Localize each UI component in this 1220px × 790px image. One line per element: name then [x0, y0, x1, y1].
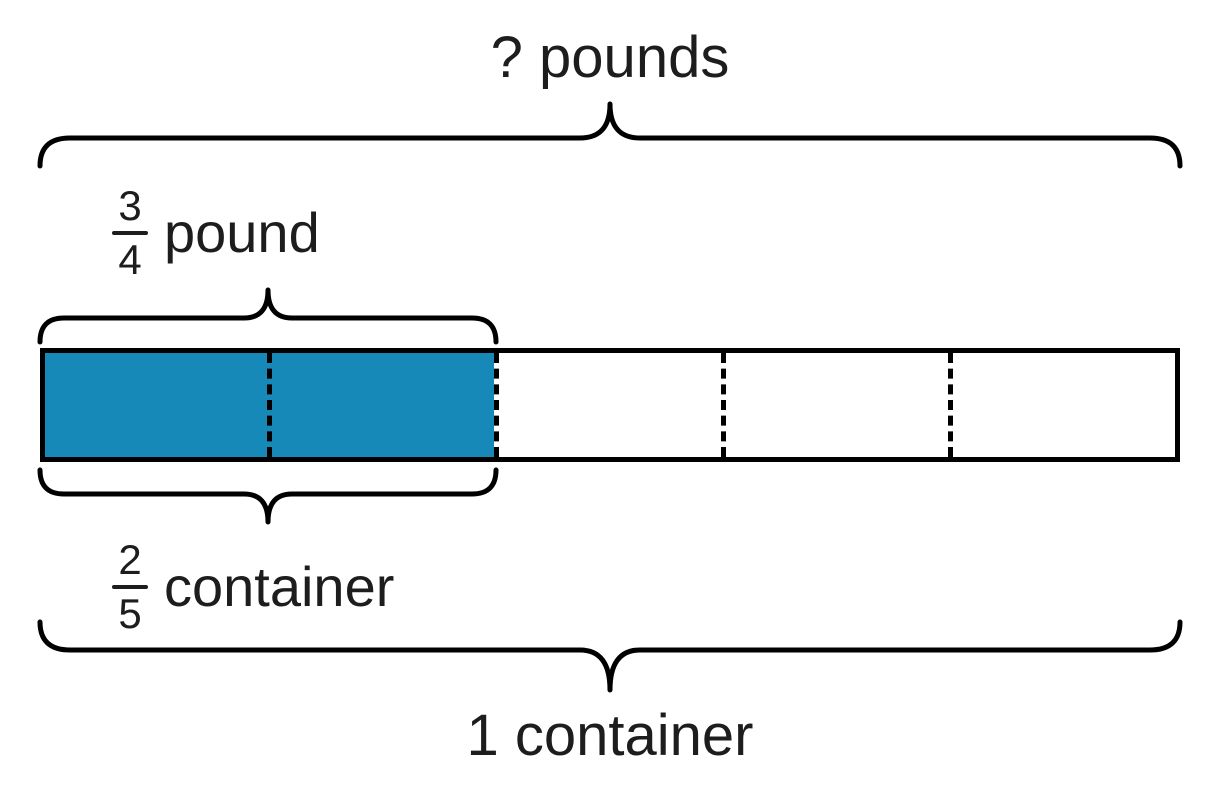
bar-segment-1 [45, 353, 267, 457]
pound-unit-label: pound [164, 201, 320, 265]
fraction-denominator: 4 [118, 236, 142, 284]
container-amount-label: 2 5 container [112, 536, 395, 638]
fraction-bar [112, 585, 148, 590]
bottom-brace [37, 619, 1183, 693]
bar-segment-4 [721, 353, 948, 457]
fraction-three-fourths: 3 4 [112, 182, 148, 284]
fraction-numerator: 3 [118, 182, 142, 229]
top-brace [37, 101, 1183, 169]
tape-bar [40, 348, 1180, 462]
container-unit-label: container [164, 555, 395, 619]
container-fraction-brace [37, 467, 499, 525]
top-brace-label: ? pounds [490, 25, 730, 90]
fraction-numerator: 2 [118, 536, 142, 583]
fraction-bar [112, 231, 148, 236]
bar-segment-3 [494, 353, 721, 457]
bottom-brace-label: 1 container [466, 703, 754, 768]
bar-segment-2 [267, 353, 494, 457]
pound-amount-label: 3 4 pound [112, 182, 320, 284]
pound-brace [37, 287, 499, 345]
bar-segment-5 [948, 353, 1175, 457]
fraction-denominator: 5 [118, 590, 142, 638]
fraction-two-fifths: 2 5 [112, 536, 148, 638]
